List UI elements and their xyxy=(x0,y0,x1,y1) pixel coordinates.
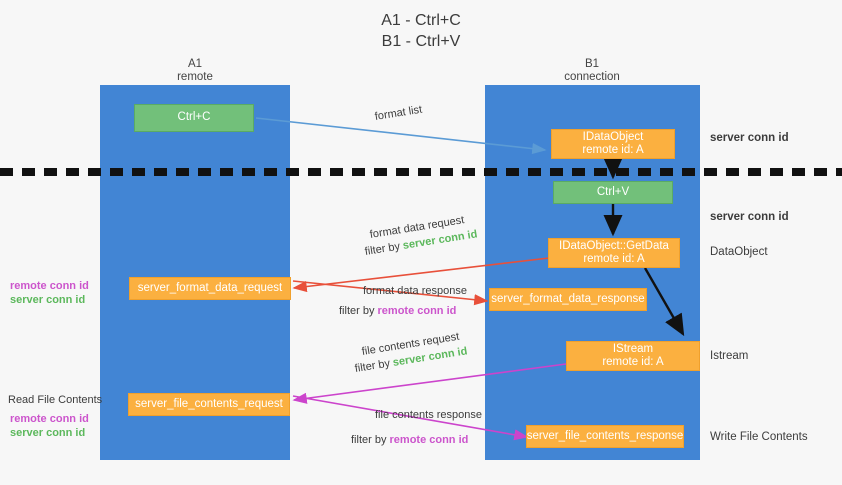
box-server-format-data-response[interactable]: server_format_data_response xyxy=(489,288,647,311)
edge-filter-format-data-response: filter by remote conn id xyxy=(339,304,456,319)
phase-divider xyxy=(0,168,842,176)
edge-label-file-contents-response: file contents response xyxy=(375,408,482,423)
filter-key-remote-conn-id: remote conn id xyxy=(377,305,457,317)
read-file-contents-label: Read File Contents xyxy=(8,394,103,406)
filter-key-remote-conn-id: remote conn id xyxy=(389,434,469,446)
box-getdata-line1: IDataObject::GetData xyxy=(559,239,669,252)
filter-prefix: filter by xyxy=(339,305,378,317)
left-server-conn-id-1: server conn id xyxy=(10,294,86,306)
lane-b1-name: B1 xyxy=(584,58,600,70)
box-server-format-data-request[interactable]: server_format_data_request xyxy=(129,277,291,300)
edge-filter-file-contents-response: filter by remote conn id xyxy=(351,433,468,448)
box-ctrl-c[interactable]: Ctrl+C xyxy=(134,104,254,132)
box-idataobject[interactable]: IDataObject remote id: A xyxy=(551,129,675,159)
filter-prefix: filter by xyxy=(363,240,404,258)
box-ctrl-c-label: Ctrl+C xyxy=(177,111,211,124)
lane-header-a1: A1 remote xyxy=(140,58,250,84)
box-server-format-data-request-label: server_format_data_request xyxy=(137,281,283,294)
page-title: A1 - Ctrl+C B1 - Ctrl+V xyxy=(0,10,842,52)
title-line-1: A1 - Ctrl+C xyxy=(381,12,461,29)
right-server-conn-id-top: server conn id xyxy=(710,132,789,144)
box-server-file-contents-request[interactable]: server_file_contents_request xyxy=(128,393,290,416)
left-annotation-conn-ids-1: remote conn id server conn id xyxy=(10,279,89,307)
box-istream-line1: IStream xyxy=(612,342,654,355)
left-annotation-conn-ids-2: remote conn id server conn id xyxy=(10,412,89,440)
lane-a1-sub: remote xyxy=(177,71,213,83)
box-ctrl-v[interactable]: Ctrl+V xyxy=(553,181,673,204)
right-server-conn-id-mid: server conn id xyxy=(710,211,789,223)
filter-prefix: filter by xyxy=(353,357,394,375)
box-server-format-data-response-label: server_format_data_response xyxy=(491,292,645,305)
right-label-write-file-contents: Write File Contents xyxy=(710,431,808,443)
left-server-conn-id-2: server conn id xyxy=(10,427,86,439)
lane-a1-name: A1 xyxy=(187,58,203,70)
box-istream[interactable]: IStream remote id: A xyxy=(566,341,700,371)
box-server-file-contents-response[interactable]: server_file_contents_response xyxy=(526,425,684,448)
box-server-file-contents-request-label: server_file_contents_request xyxy=(135,397,283,410)
box-getdata-line2: remote id: A xyxy=(583,253,645,265)
left-annotation-read-file-contents: Read File Contents xyxy=(8,393,102,407)
title-line-2: B1 - Ctrl+V xyxy=(381,33,461,50)
box-ctrl-v-label: Ctrl+V xyxy=(596,185,630,198)
box-istream-line2: remote id: A xyxy=(602,356,664,368)
box-idataobject-line2: remote id: A xyxy=(582,144,644,156)
edge-label-format-data-response: format data response xyxy=(363,284,467,299)
edge-label-format-data-response-text: format data response xyxy=(363,285,467,297)
lane-b1-sub: connection xyxy=(564,71,620,83)
right-label-istream: Istream xyxy=(710,350,749,362)
box-server-file-contents-response-label: server_file_contents_response xyxy=(526,429,684,442)
left-remote-conn-id-1: remote conn id xyxy=(10,280,89,292)
box-idataobject-line1: IDataObject xyxy=(582,130,644,143)
left-remote-conn-id-2: remote conn id xyxy=(10,413,89,425)
edge-label-file-contents-response-text: file contents response xyxy=(375,409,483,421)
lane-header-b1: B1 connection xyxy=(537,58,647,84)
filter-prefix: filter by xyxy=(351,434,390,446)
box-getdata[interactable]: IDataObject::GetData remote id: A xyxy=(548,238,680,268)
right-label-dataobject: DataObject xyxy=(710,246,768,258)
edge-label-format-list: format list xyxy=(373,103,423,123)
